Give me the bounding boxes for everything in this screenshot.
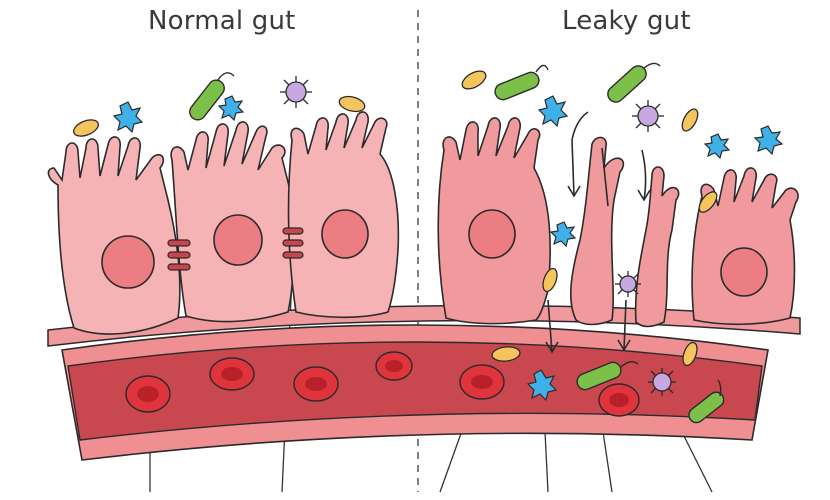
oval-particle-icon [681, 108, 699, 132]
particle-group [73, 70, 718, 367]
leaky-nucleus-1 [468, 209, 516, 259]
leaky-epithelium [437, 117, 799, 328]
virus-icon [280, 76, 312, 108]
star-toxin-icon [703, 133, 731, 160]
star-toxin-icon [537, 95, 569, 128]
normal-epithelium [47, 111, 400, 335]
oval-particle-icon [698, 191, 718, 213]
oval-particle-icon [542, 267, 558, 293]
leakage-arrows [545, 111, 651, 354]
virus-icon [632, 100, 664, 132]
oval-particle-icon [491, 346, 521, 362]
tight-junctions [167, 227, 304, 271]
oval-particle-icon [73, 119, 99, 137]
star-toxin-icon [217, 95, 245, 122]
rod-bacterium-icon [494, 64, 549, 101]
leaky-nucleus-4 [720, 247, 768, 297]
leaky-cell-3 [634, 166, 680, 328]
bacteria-group [189, 62, 725, 424]
rod-bacterium-icon [576, 361, 639, 391]
oval-particle-icon [338, 95, 366, 113]
star-toxin-icon [753, 125, 784, 156]
rbc-2 [209, 357, 255, 391]
normal-gut-label: Normal gut [148, 6, 296, 36]
rod-bacterium-icon [607, 62, 661, 103]
star-toxin-icon [112, 101, 144, 134]
rod-bacterium-icon [688, 379, 725, 424]
virus-icon [648, 368, 676, 396]
leaky-cell-4 [691, 167, 799, 326]
rbc-3 [293, 366, 339, 402]
leaky-cell-2 [569, 136, 625, 326]
virus-group [280, 76, 676, 396]
oval-particle-icon [682, 341, 698, 367]
toxin-group [112, 95, 784, 402]
star-toxin-icon [526, 369, 558, 402]
rod-bacterium-icon [189, 72, 235, 121]
leaky-gut-label: Leaky gut [562, 6, 691, 36]
normal-nucleus-1 [101, 235, 155, 289]
oval-particle-icon [461, 70, 487, 90]
rbc-1 [125, 375, 171, 413]
normal-nucleus-3 [321, 209, 369, 259]
rbc-6 [598, 383, 640, 417]
virus-icon [615, 271, 641, 297]
star-toxin-icon [549, 221, 577, 248]
normal-cell-1 [47, 136, 181, 335]
rbc-4 [375, 351, 413, 381]
rbc-5 [459, 364, 505, 400]
normal-nucleus-2 [213, 214, 263, 266]
red-blood-cells [125, 351, 640, 417]
